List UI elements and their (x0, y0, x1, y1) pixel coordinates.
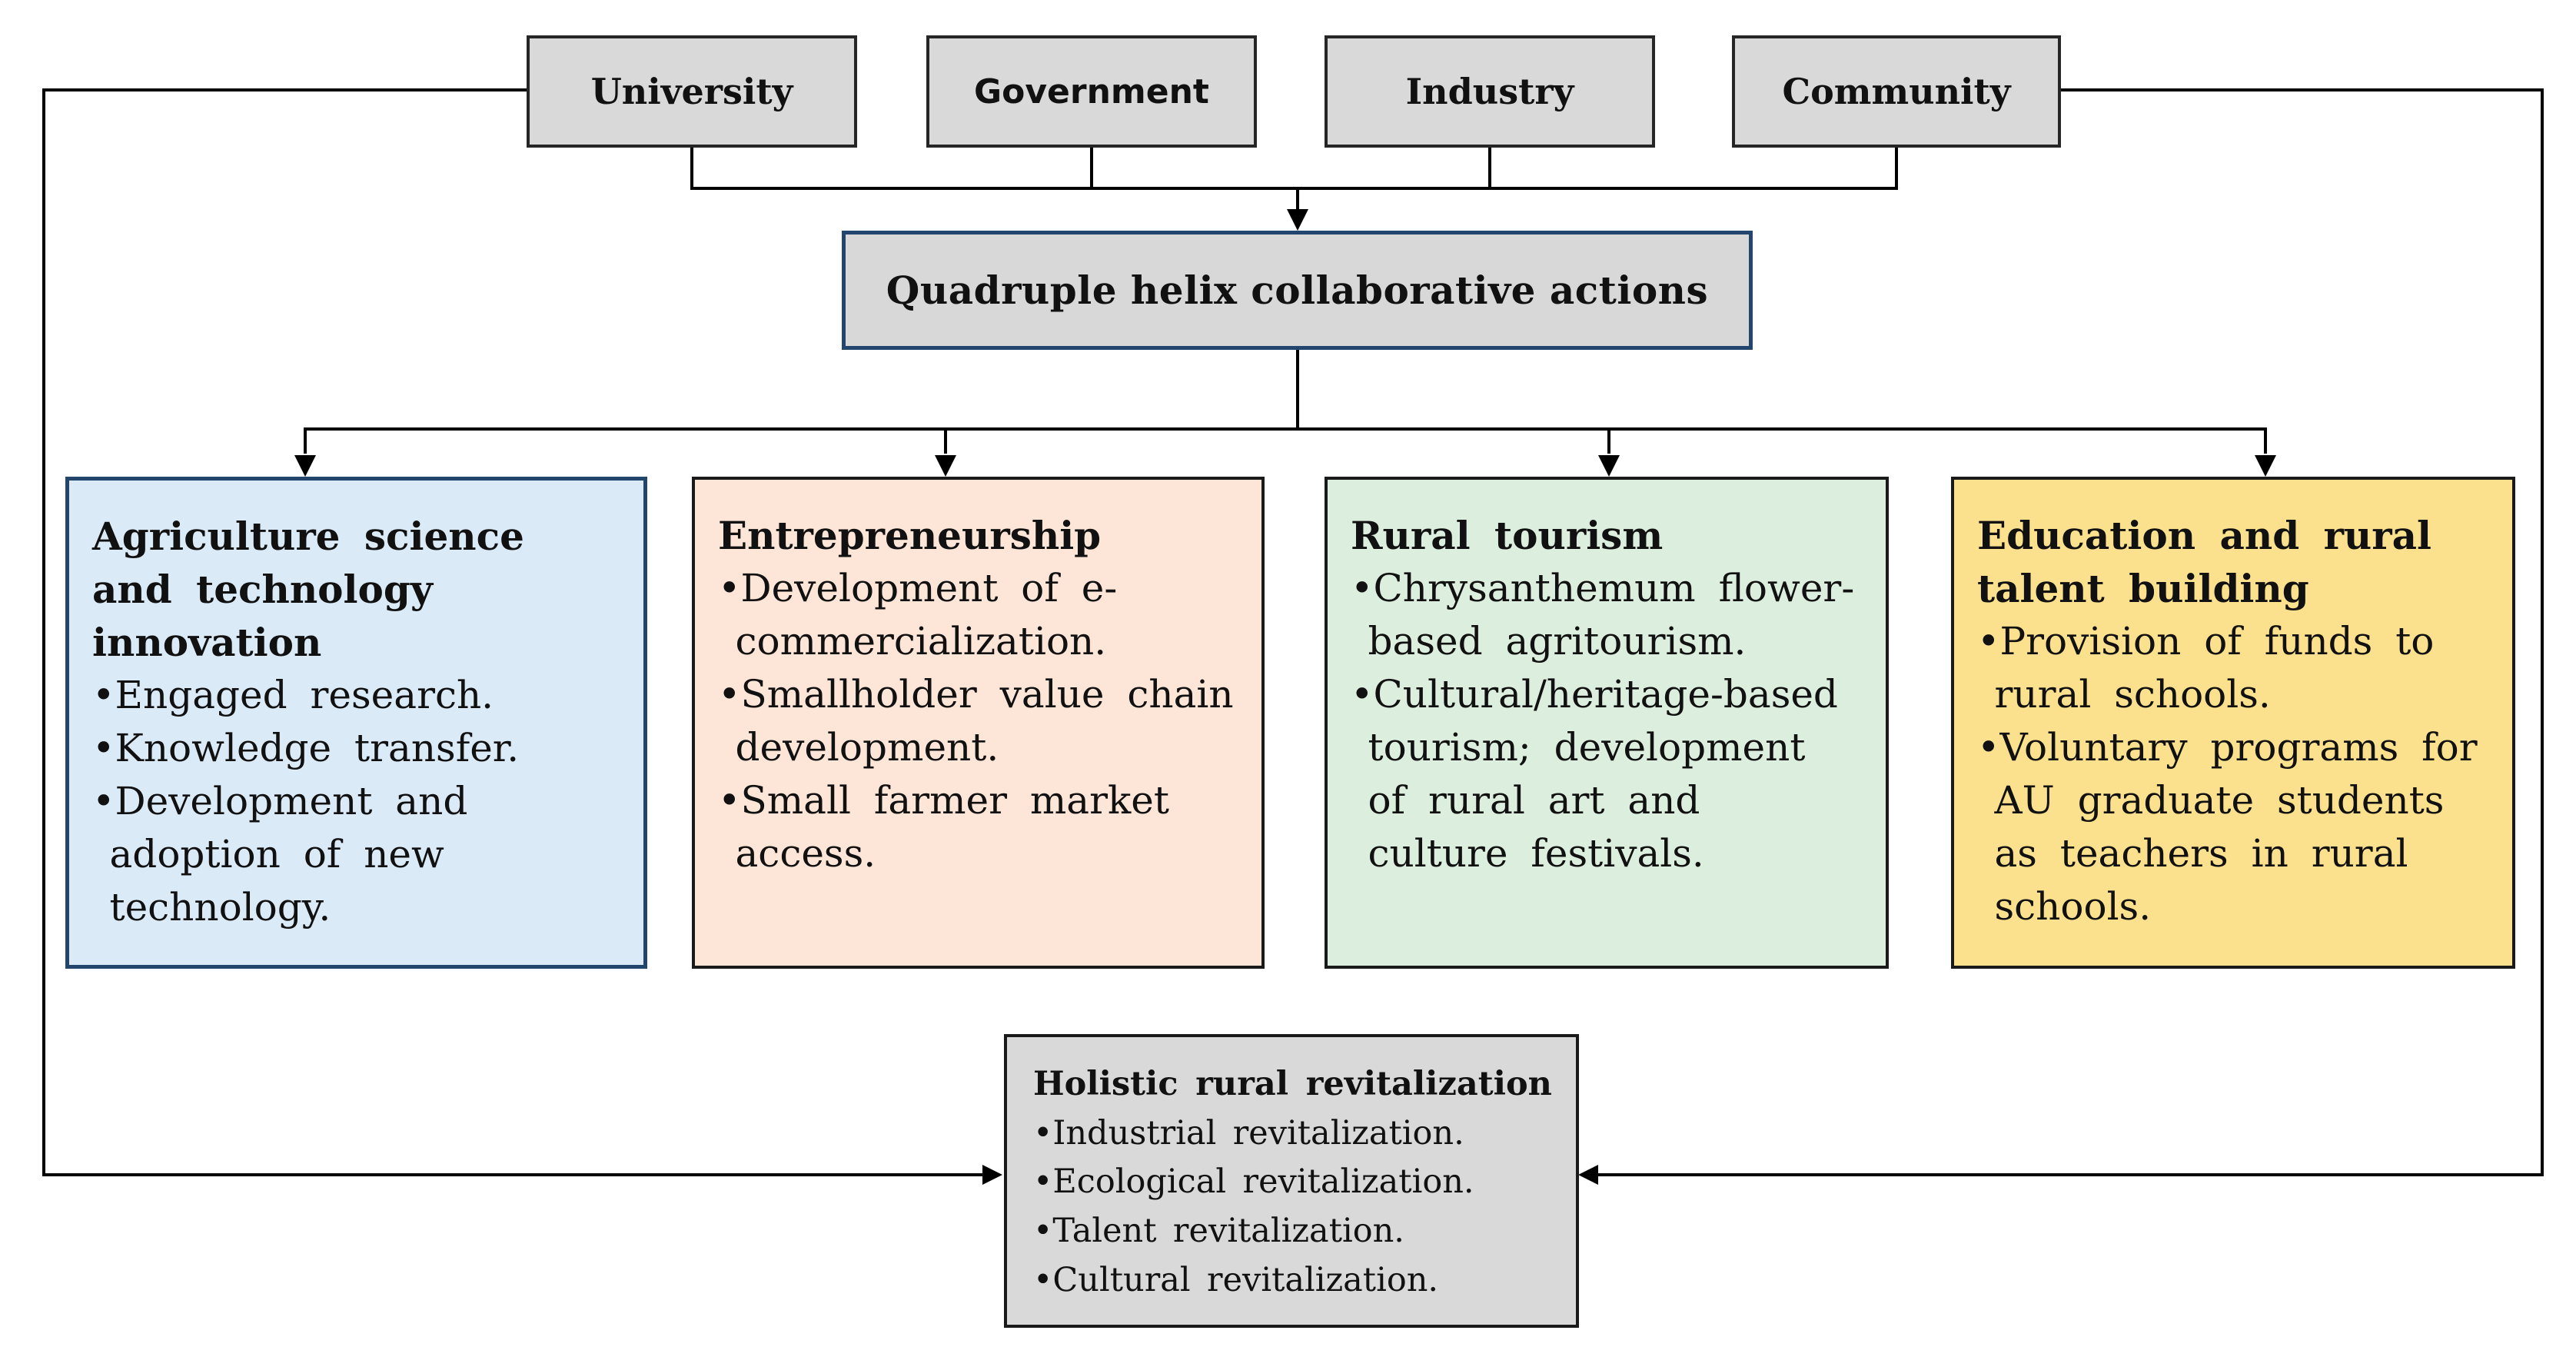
arrow-left-icon (1578, 1165, 1598, 1185)
bullet-item: Provision of funds to rural schools. (1977, 615, 2486, 721)
bullet-item: Industrial revitalization. (1033, 1109, 1554, 1159)
bullet-item: Development and adoption of new technolo… (92, 775, 617, 934)
actor-label-government: Government (974, 72, 1209, 111)
hub-label: Quadruple helix collaborative actions (886, 268, 1709, 313)
actor-box-government: Government (926, 35, 1257, 148)
arrow-down-icon (1598, 455, 1620, 477)
stub-university-line (690, 148, 693, 190)
bullet-item: Small farmer market access. (718, 774, 1235, 880)
stub-government-line (1090, 148, 1093, 190)
bullet-item: Cultural/heritage-based tourism; develop… (1351, 668, 1860, 880)
actor-label-community: Community (1782, 71, 2011, 112)
action-box-entrepreneurship: Entrepreneurship Development of e-commer… (692, 477, 1265, 969)
drop-rural-tourism-line (1607, 427, 1610, 454)
arrow-down-icon (294, 455, 316, 477)
bullet-item: Chrysanthemum flower-based agritourism. (1351, 562, 1860, 668)
bullet-item: Smallholder value chain development. (718, 668, 1235, 774)
arrow-right-icon (982, 1165, 1002, 1185)
action-box-agriculture: Agriculture science and technology innov… (65, 477, 647, 969)
stub-industry-line (1488, 148, 1491, 190)
frame-bottom-left-line (42, 1173, 985, 1176)
bullet-item: Development of e-commercialization. (718, 562, 1235, 668)
actions-bus-line (304, 427, 2267, 431)
actors-bus-line (690, 187, 1898, 190)
hub-box: Quadruple helix collaborative actions (842, 231, 1753, 350)
action-box-education: Education and rural talent building Prov… (1951, 477, 2515, 969)
drop-education-line (2264, 427, 2267, 454)
frame-top-left-line (42, 88, 530, 91)
action-title-agriculture: Agriculture science and technology innov… (92, 514, 524, 665)
bullet-item: Voluntary programs for AU graduate stude… (1977, 721, 2486, 933)
frame-top-right-line (2058, 88, 2544, 91)
drop-entrepreneurship-line (944, 427, 947, 454)
action-title-entrepreneurship: Entrepreneurship (718, 513, 1102, 558)
actor-box-industry: Industry (1325, 35, 1655, 148)
hub-stub-line (1296, 350, 1299, 429)
action-box-rural-tourism: Rural tourism Chrysanthemum flower-based… (1325, 477, 1889, 969)
actor-label-university: University (590, 71, 793, 112)
arrow-down-icon (1287, 209, 1308, 231)
bullet-item: Engaged research. (92, 669, 617, 722)
arrow-down-icon (2255, 455, 2276, 477)
frame-bottom-right-line (1598, 1173, 2544, 1176)
outcome-title: Holistic rural revitalization (1033, 1065, 1552, 1103)
actor-box-university: University (527, 35, 857, 148)
arrow-down-icon (935, 455, 956, 477)
bullet-item: Cultural revitalization. (1033, 1256, 1554, 1305)
bullet-item: Ecological revitalization. (1033, 1158, 1554, 1207)
stub-community-line (1895, 148, 1898, 190)
action-title-rural-tourism: Rural tourism (1351, 513, 1664, 558)
actor-box-community: Community (1732, 35, 2061, 148)
frame-right-line (2541, 88, 2544, 1176)
action-title-education: Education and rural talent building (1977, 513, 2432, 611)
bullet-item: Knowledge transfer. (92, 722, 617, 775)
drop-agriculture-line (304, 427, 307, 454)
bullet-item: Talent revitalization. (1033, 1207, 1554, 1256)
outcome-box-holistic-revitalization: Holistic rural revitalization Industrial… (1004, 1034, 1579, 1328)
frame-left-line (42, 88, 45, 1176)
hub-drop-line (1296, 187, 1299, 211)
actor-label-industry: Industry (1405, 71, 1574, 112)
